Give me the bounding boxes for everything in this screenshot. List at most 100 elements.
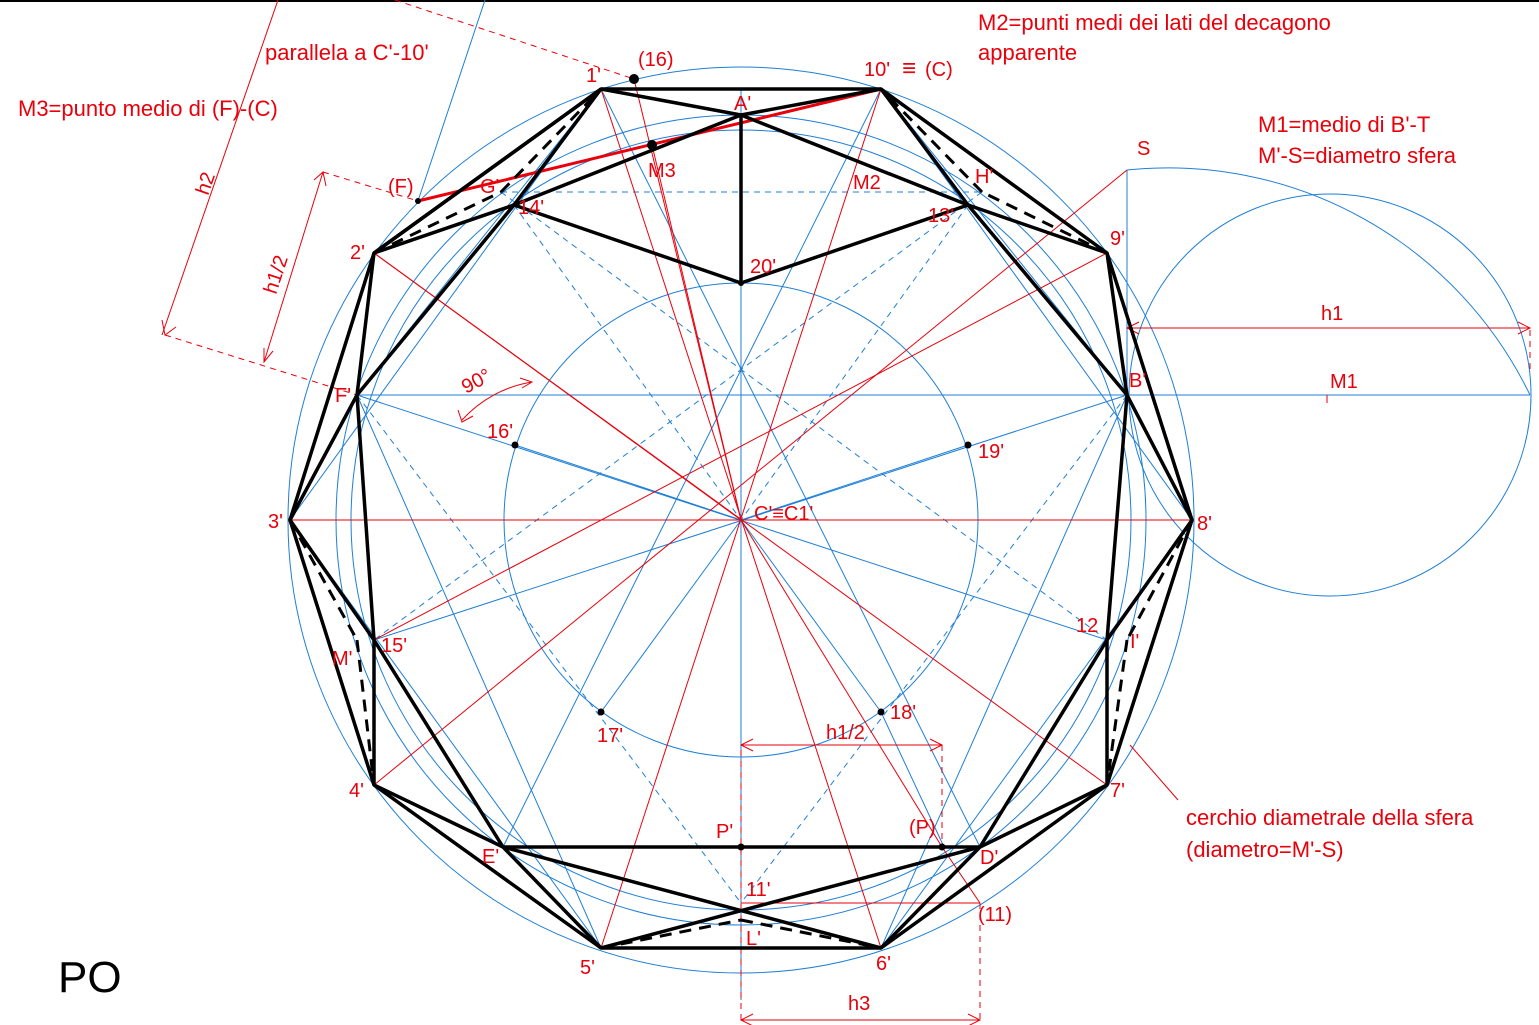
label-B: B' (1129, 370, 1146, 392)
dashed-h1half-top (322, 171, 419, 202)
label-4: 4' (349, 780, 364, 802)
label-1: 1' (586, 65, 601, 87)
label-16c: (16) (638, 49, 674, 71)
label-M2: M2 (853, 172, 881, 194)
note-m1-line2: M'-S=diametro sfera (1258, 143, 1457, 168)
label-H: H' (975, 166, 993, 188)
label-P: P' (716, 821, 733, 843)
label-F: F' (335, 385, 351, 407)
label-equiv: ≡ (902, 55, 916, 82)
point-dots (415, 74, 972, 851)
label-13: 13' (928, 205, 954, 227)
line-C-P (740, 519, 943, 848)
label-12: 12 (1076, 615, 1098, 637)
dashed-h2-F (164, 334, 358, 396)
point-16 (511, 441, 519, 449)
label-h1half-bottom: h1/2 (826, 722, 865, 744)
note-m2-line1: M2=punti medi dei lati del decagono (978, 10, 1331, 35)
label-M3: M3 (648, 160, 676, 182)
label-h1: h1 (1321, 303, 1343, 325)
label-Fc: (F) (388, 176, 414, 198)
line-1-D (600, 88, 981, 848)
point-18 (877, 708, 885, 716)
line-18-P (880, 711, 945, 848)
sphere-leader (1129, 744, 1179, 801)
line-10-E (502, 88, 882, 848)
red-dashed-lines (164, 0, 1531, 1020)
label-angle: 90° (458, 365, 495, 399)
point-M3 (647, 140, 657, 150)
dashed-13-C (740, 204, 969, 521)
line-4-S (373, 169, 1128, 786)
label-11: 11' (746, 879, 771, 901)
h2-line (161, 0, 279, 336)
dashed-top-16 (394, 0, 635, 80)
label-G: G' (480, 176, 499, 198)
point-Fc (415, 198, 421, 204)
label-7: 7' (1110, 780, 1125, 802)
label-Pc: (P) (909, 817, 936, 839)
h1half-line (263, 171, 324, 363)
line-19-C (740, 444, 969, 521)
dimension-lines (161, 171, 1532, 1025)
point-20 (738, 280, 744, 286)
label-h2: h2 (192, 169, 220, 197)
line-B-15 (373, 394, 1128, 641)
angle-arc (461, 381, 533, 421)
point-Pc (938, 843, 946, 851)
dashed-H-15 (373, 191, 983, 641)
label-9: 9' (1110, 228, 1125, 250)
label-14: 14' (518, 197, 544, 219)
note-m2-line2: apparente (978, 40, 1077, 65)
note-m1-line1: M1=medio di B'-T (1258, 112, 1430, 137)
line-F-top (417, 0, 486, 202)
label-I: I' (1130, 631, 1139, 653)
view-title: PO (58, 953, 122, 1002)
label-20: 20' (750, 256, 776, 278)
label-E: E' (482, 846, 499, 868)
label-15: 15' (381, 635, 407, 657)
dashed-construction-lines (356, 191, 1128, 1000)
label-19: 19' (978, 441, 1004, 463)
line-15-9 (373, 252, 1108, 641)
line-16-C (514, 444, 742, 521)
label-16: 16' (487, 421, 513, 443)
dashed-F-11 (356, 394, 742, 904)
dashed-B-11 (740, 394, 1128, 904)
hidden-edges (288, 87, 1194, 950)
label-6: 6' (876, 953, 891, 975)
label-10: 10' (864, 59, 890, 81)
label-A: A' (734, 93, 751, 115)
arc-h1 (1126, 167, 1531, 396)
note-sphere-line1: cerchio diametrale della sfera (1186, 805, 1474, 830)
line-17-C (600, 519, 742, 713)
label-h1half-left: h1/2 (260, 253, 293, 297)
label-17: 17' (597, 725, 623, 747)
note-m3: M3=punto medio di (F)-(C) (18, 96, 278, 121)
label-C: (C) (925, 59, 953, 81)
label-18: 18' (890, 702, 916, 724)
point-labels: 1' (16) 10' ≡ (C) A' M3 M2 (F) G' 14' H'… (268, 49, 1358, 979)
label-8: 8' (1197, 513, 1212, 535)
label-L: L' (746, 928, 761, 950)
label-5: 5' (580, 957, 595, 979)
point-P (737, 843, 745, 851)
label-center: C'≡C1' (754, 503, 813, 525)
dashed-G-12 (500, 191, 1108, 641)
line-B-6 (880, 394, 1128, 949)
polyhedron-edges (288, 87, 1194, 950)
line-F-5 (356, 394, 602, 949)
point-19 (964, 441, 972, 449)
line-C-2 (373, 252, 742, 521)
label-2: 2' (350, 242, 365, 264)
label-11c: (11) (978, 904, 1012, 926)
point-17 (597, 708, 605, 716)
label-M: M' (332, 648, 352, 670)
label-M1: M1 (1330, 371, 1358, 393)
label-3: 3' (268, 511, 283, 533)
point-16c (629, 74, 639, 84)
annotations: M2=punti medi dei lati del decagono appa… (18, 10, 1474, 862)
line-M3-C (651, 144, 742, 521)
